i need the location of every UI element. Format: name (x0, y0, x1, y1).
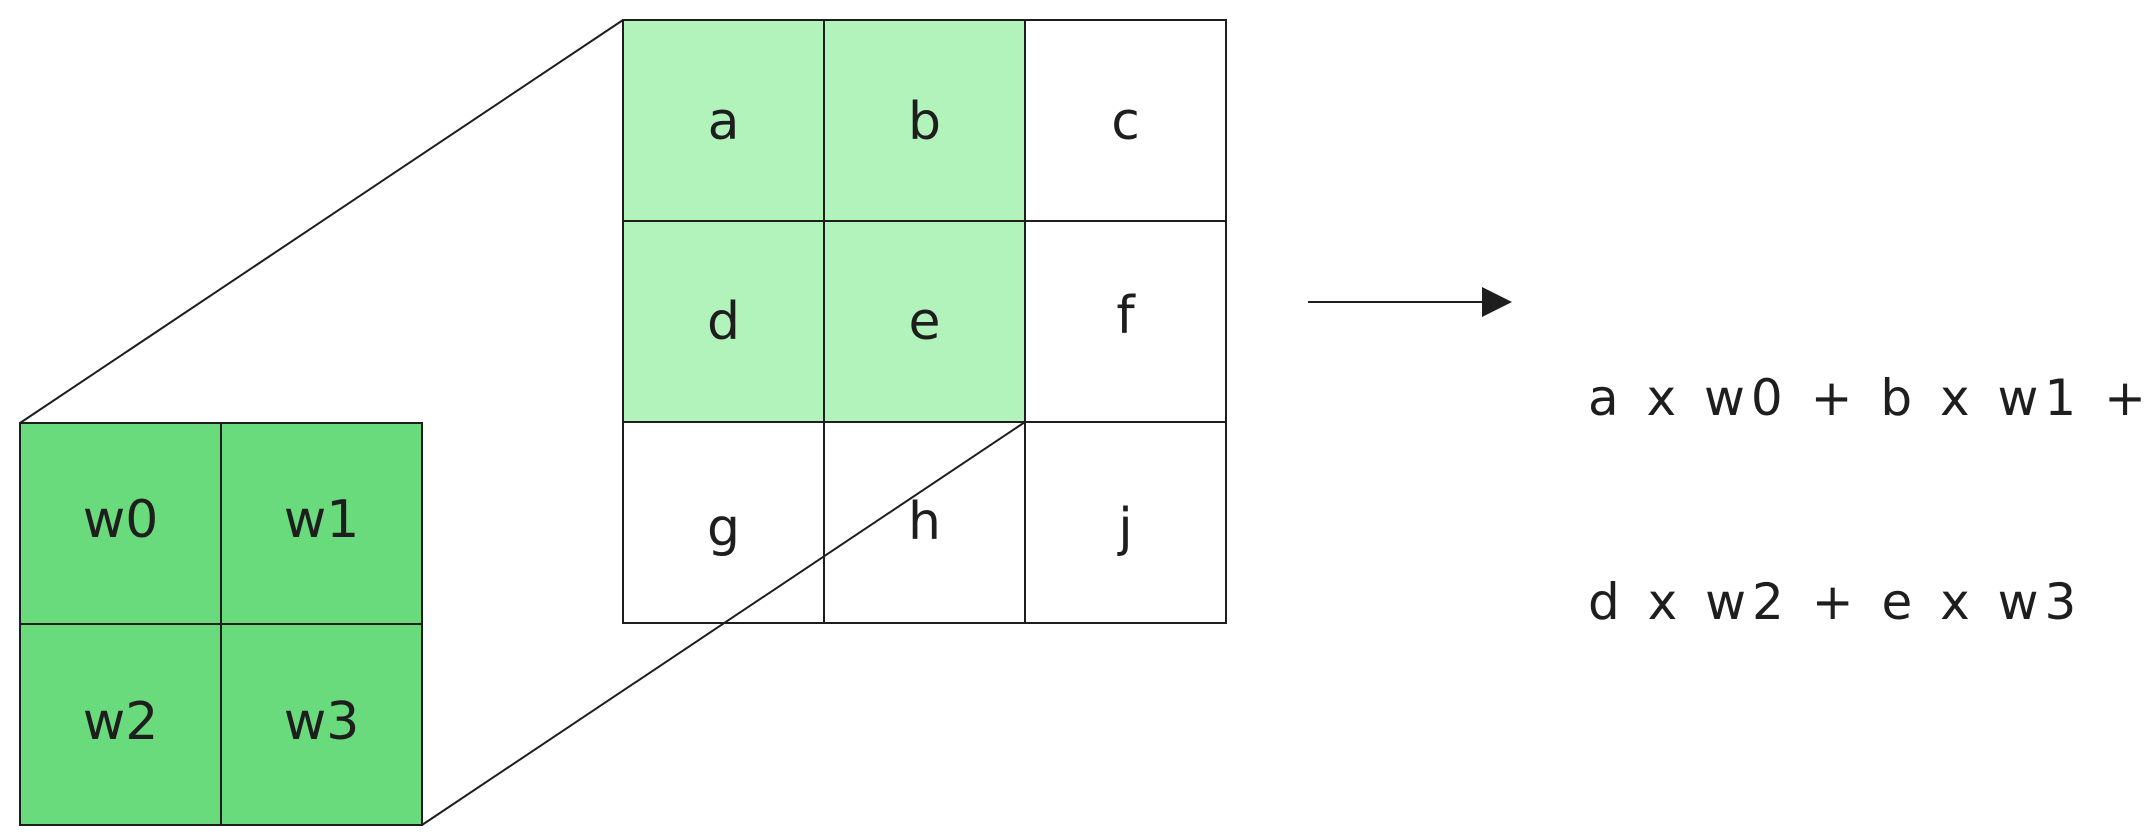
input-cell-c: c (1024, 19, 1227, 222)
input-cell-label: c (1111, 92, 1140, 152)
kernel-cell-w3: w3 (220, 623, 423, 826)
input-cell-label: e (909, 292, 941, 352)
formula-line-2: d x w2 + e x w3 (1588, 573, 2083, 631)
kernel-cell-label: w3 (284, 692, 360, 752)
input-cell-a: a (622, 19, 825, 222)
kernel-cell-w2: w2 (19, 623, 222, 826)
projection-line-bottom (421, 421, 1026, 826)
input-cell-g: g (622, 421, 825, 624)
input-cell-d: d (622, 220, 825, 423)
kernel-cell-w0: w0 (19, 422, 222, 625)
input-cell-label: g (707, 498, 740, 558)
input-cell-label: h (908, 492, 941, 552)
input-cell-label: b (908, 92, 941, 152)
kernel-cell-label: w1 (284, 490, 360, 550)
result-arrow (1308, 287, 1512, 317)
arrow-head-icon (1482, 287, 1512, 317)
kernel-grid: w0 w1 w2 w3 (19, 422, 423, 826)
kernel-cell-label: w2 (83, 692, 159, 752)
kernel-cell-w1: w1 (220, 422, 423, 625)
input-cell-label: d (707, 292, 740, 352)
projection-line-top (19, 19, 624, 424)
kernel-cell-label: w0 (83, 490, 159, 550)
input-cell-label: f (1116, 286, 1136, 346)
input-cell-label: j (1117, 498, 1132, 558)
input-grid: a b c d e f g h (622, 19, 1227, 624)
input-cell-e: e (823, 220, 1026, 423)
input-cell-b: b (823, 19, 1026, 222)
formula-line-1: a x w0 + b x w1 + (1588, 369, 2152, 427)
input-cell-h: h (823, 421, 1026, 624)
input-cell-f: f (1024, 220, 1227, 423)
input-cell-j: j (1024, 421, 1227, 624)
convolution-formula: a x w0 + b x w1 + d x w2 + e x w3 (1588, 228, 2152, 704)
input-cell-label: a (708, 92, 740, 152)
